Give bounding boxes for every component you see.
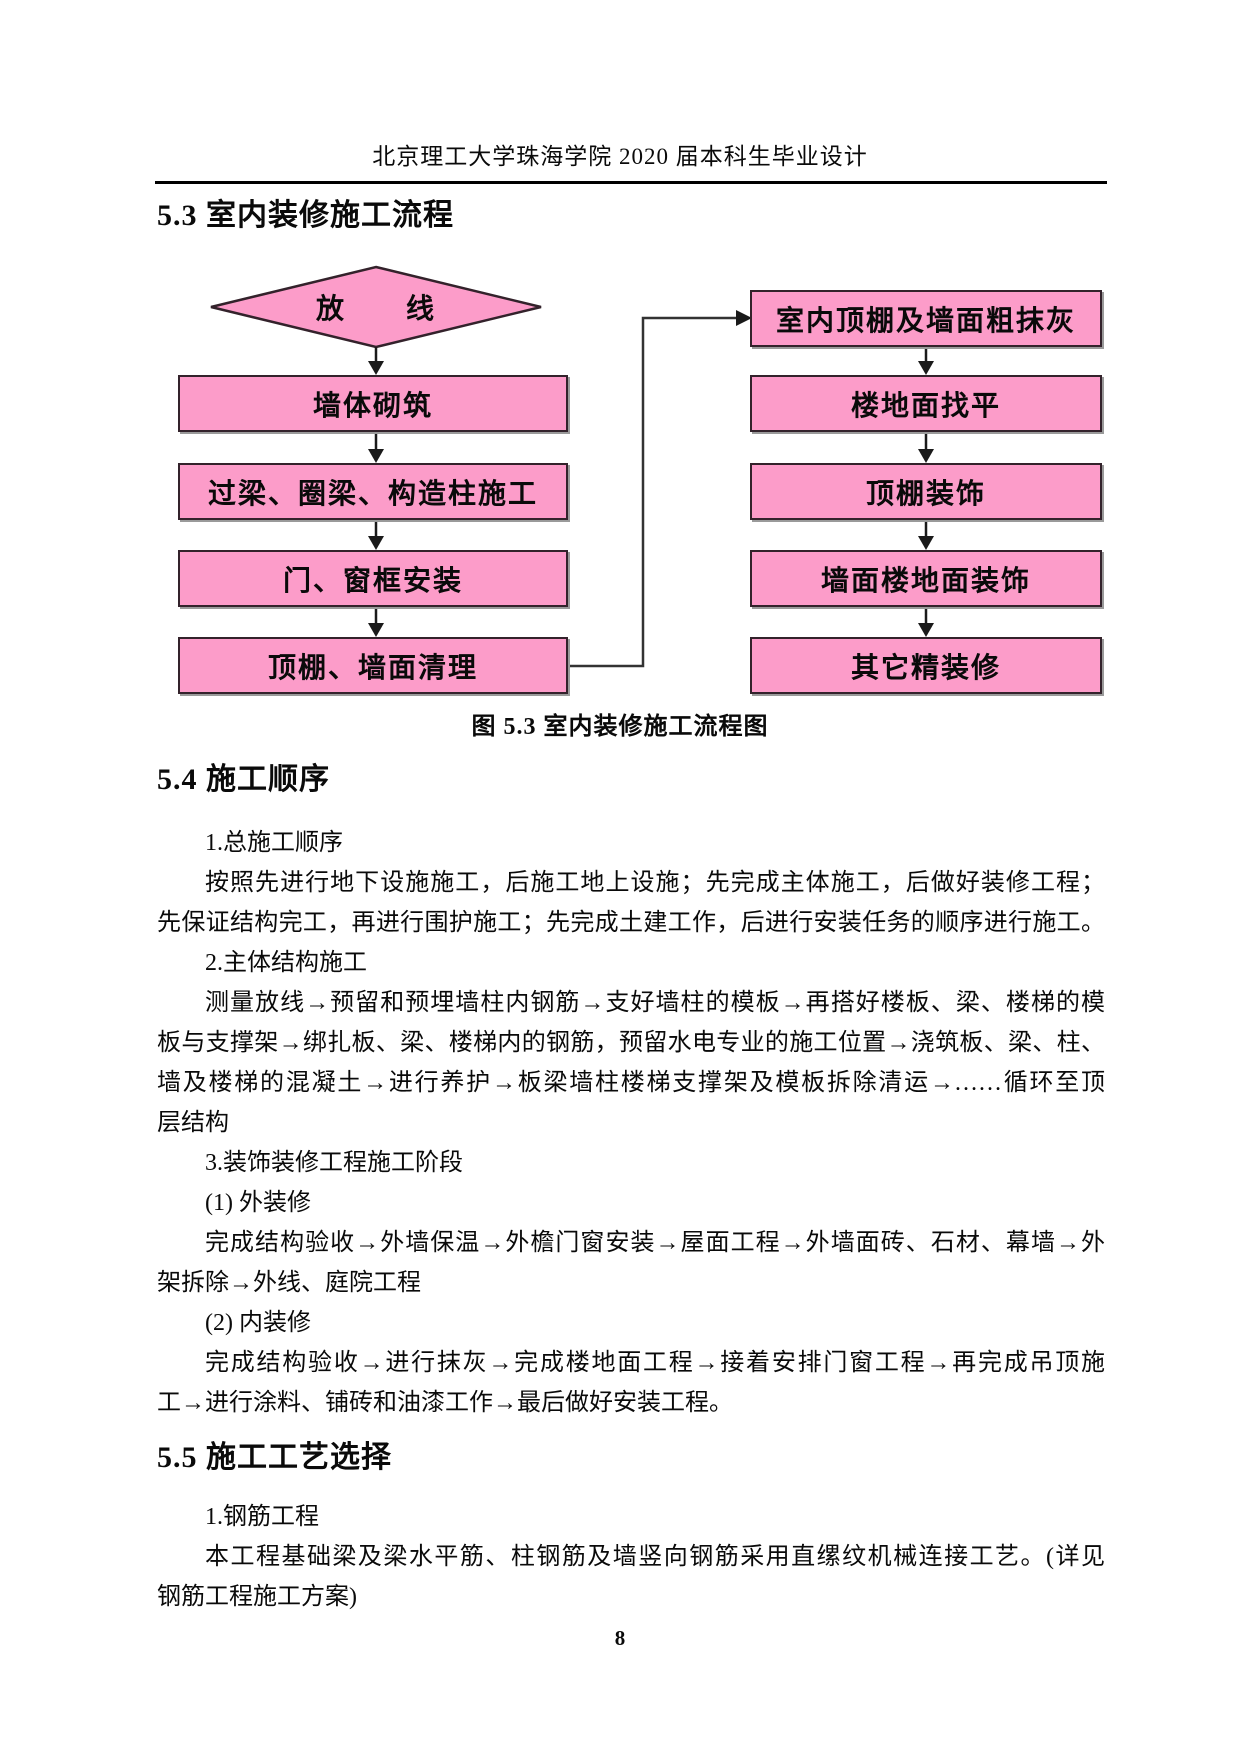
body-line: 层结构 [157,1110,229,1136]
flow-box-ceiling-decor: 顶棚装饰 [750,463,1102,520]
down-arrows-right [918,347,934,637]
flow-box-wall-floor-decor: 墙面楼地面装饰 [750,550,1102,607]
flow-connector [570,310,752,668]
flow-box-other-finishing: 其它精装修 [750,637,1102,694]
body-line: 2.主体结构施工 [205,950,367,976]
body-line: 板与支撑架→绑扎板、梁、楼梯内的钢筋，预留水电专业的施工位置→浇筑板、梁、柱、 [157,1030,1105,1056]
flow-box-ceiling-wall-clean: 顶棚、墙面清理 [178,637,568,694]
body-line: 墙及楼梯的混凝土→进行养护→板梁墙柱楼梯支撑架及模板拆除清运→……循环至顶 [157,1070,1105,1096]
header-rule [155,181,1107,184]
figure-caption: 图 5.3 室内装修施工流程图 [471,714,769,740]
flow-box-door-window-frame: 门、窗框安装 [178,550,568,607]
down-arrows-left [368,347,384,637]
page-header: 北京理工大学珠海学院 2020 届本科生毕业设计 [372,144,868,169]
body-line: (1) 外装修 [205,1190,311,1216]
flow-box-floor-leveling: 楼地面找平 [750,375,1102,432]
flow-box-rough-plaster: 室内顶棚及墙面粗抹灰 [750,290,1102,347]
body-line: 1.钢筋工程 [205,1504,319,1530]
body-line: 完成结构验收→外墙保温→外檐门窗安装→屋面工程→外墙面砖、石材、幕墙→外 [205,1230,1105,1256]
body-line: 测量放线→预留和预埋墙柱内钢筋→支好墙柱的模板→再搭好楼板、梁、楼梯的模 [205,990,1105,1016]
section-55-heading: 5.5 施工工艺选择 [157,1441,392,1474]
body-line: 完成结构验收→进行抹灰→完成楼地面工程→接着安排门窗工程→再完成吊顶施 [205,1350,1105,1376]
body-line: 先保证结构完工，再进行围护施工；先完成土建工作，后进行安装任务的顺序进行施工。 [157,910,1105,936]
section-54-heading: 5.4 施工顺序 [157,763,330,796]
flow-box-lintel-ringbeam: 过梁、圈梁、构造柱施工 [178,463,568,520]
flowchart-lines [210,265,934,668]
page-number: 8 [614,1626,626,1650]
body-line: 按照先进行地下设施施工，后施工地上设施；先完成主体施工，后做好装修工程； [205,870,1105,896]
flowchart: 放 线 墙体砌筑 过梁、圈梁、构造柱施工 门、窗框安装 顶棚、墙面清理 室内顶棚… [0,237,1240,707]
section-53-heading: 5.3 室内装修施工流程 [157,199,454,232]
body-line: 钢筋工程施工方案) [157,1584,357,1610]
flow-diamond-label: 放 线 [315,294,436,325]
body-line: (2) 内装修 [205,1310,311,1336]
body-line: 架拆除→外线、庭院工程 [157,1270,421,1296]
body-line: 工→进行涂料、铺砖和油漆工作→最后做好安装工程。 [157,1390,733,1416]
body-text: 5.4 施工顺序 1.总施工顺序 按照先进行地下设施施工，后施工地上设施；先完成… [157,763,1105,1617]
body-line: 3.装饰装修工程施工阶段 [205,1150,463,1176]
body-line: 本工程基础梁及梁水平筋、柱钢筋及墙竖向钢筋采用直缧纹机械连接工艺。(详见 [205,1544,1105,1570]
flow-box-wall-masonry: 墙体砌筑 [178,375,568,432]
body-line: 1.总施工顺序 [205,830,343,856]
